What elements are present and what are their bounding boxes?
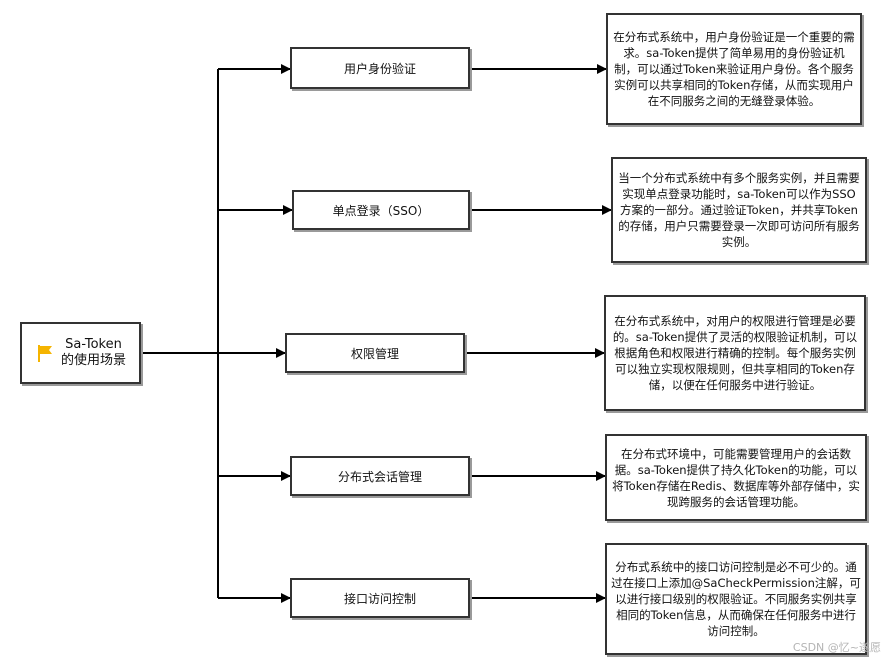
root-title-line1: Sa-Token [65, 337, 122, 352]
description-text: 当一个分布式系统中有多个服务实例，并且需要实现单点登录功能时，sa-Token可… [618, 171, 860, 249]
description-text: 在分布式系统中，对用户的权限进行管理是必要的。sa-Token提供了灵活的权限验… [612, 314, 858, 392]
description-box-auth: 在分布式系统中，用户身份验证是一个重要的需求。sa-Token提供了简单易用的身… [606, 13, 862, 125]
scenario-node-api-access[interactable]: 接口访问控制 [290, 578, 470, 618]
description-text: 在分布式系统中，用户身份验证是一个重要的需求。sa-Token提供了简单易用的身… [613, 30, 855, 108]
scenario-node-session[interactable]: 分布式会话管理 [290, 456, 470, 496]
watermark: CSDN @忆~遂愿 [792, 641, 881, 654]
root-title-line2: 的使用场景 [60, 353, 126, 368]
description-box-permission: 在分布式系统中，对用户的权限进行管理是必要的。sa-Token提供了灵活的权限验… [604, 295, 866, 411]
root-node[interactable]: Sa-Token 的使用场景 [20, 322, 141, 384]
description-text: 分布式系统中的接口访问控制是必不可少的。通过在接口上添加@SaCheckPerm… [611, 560, 861, 638]
flag-icon [37, 345, 52, 362]
root-title: Sa-Token 的使用场景 [61, 337, 126, 369]
scenario-label: 分布式会话管理 [337, 469, 422, 484]
description-box-api-access: 分布式系统中的接口访问控制是必不可少的。通过在接口上添加@SaCheckPerm… [605, 543, 867, 655]
description-box-session: 在分布式环境中，可能需要管理用户的会话数据。sa-Token提供了持久化Toke… [605, 434, 867, 521]
scenario-node-sso[interactable]: 单点登录（SSO） [292, 190, 470, 230]
scenario-label: 权限管理 [350, 346, 399, 361]
scenario-node-permission[interactable]: 权限管理 [285, 333, 465, 373]
scenario-label: 接口访问控制 [343, 591, 416, 606]
scenario-node-auth[interactable]: 用户身份验证 [290, 47, 470, 89]
scenario-label: 用户身份验证 [343, 61, 416, 76]
scenario-label: 单点登录（SSO） [332, 203, 430, 218]
description-box-sso: 当一个分布式系统中有多个服务实例，并且需要实现单点登录功能时，sa-Token可… [611, 157, 867, 263]
description-text: 在分布式环境中，可能需要管理用户的会话数据。sa-Token提供了持久化Toke… [612, 446, 860, 509]
